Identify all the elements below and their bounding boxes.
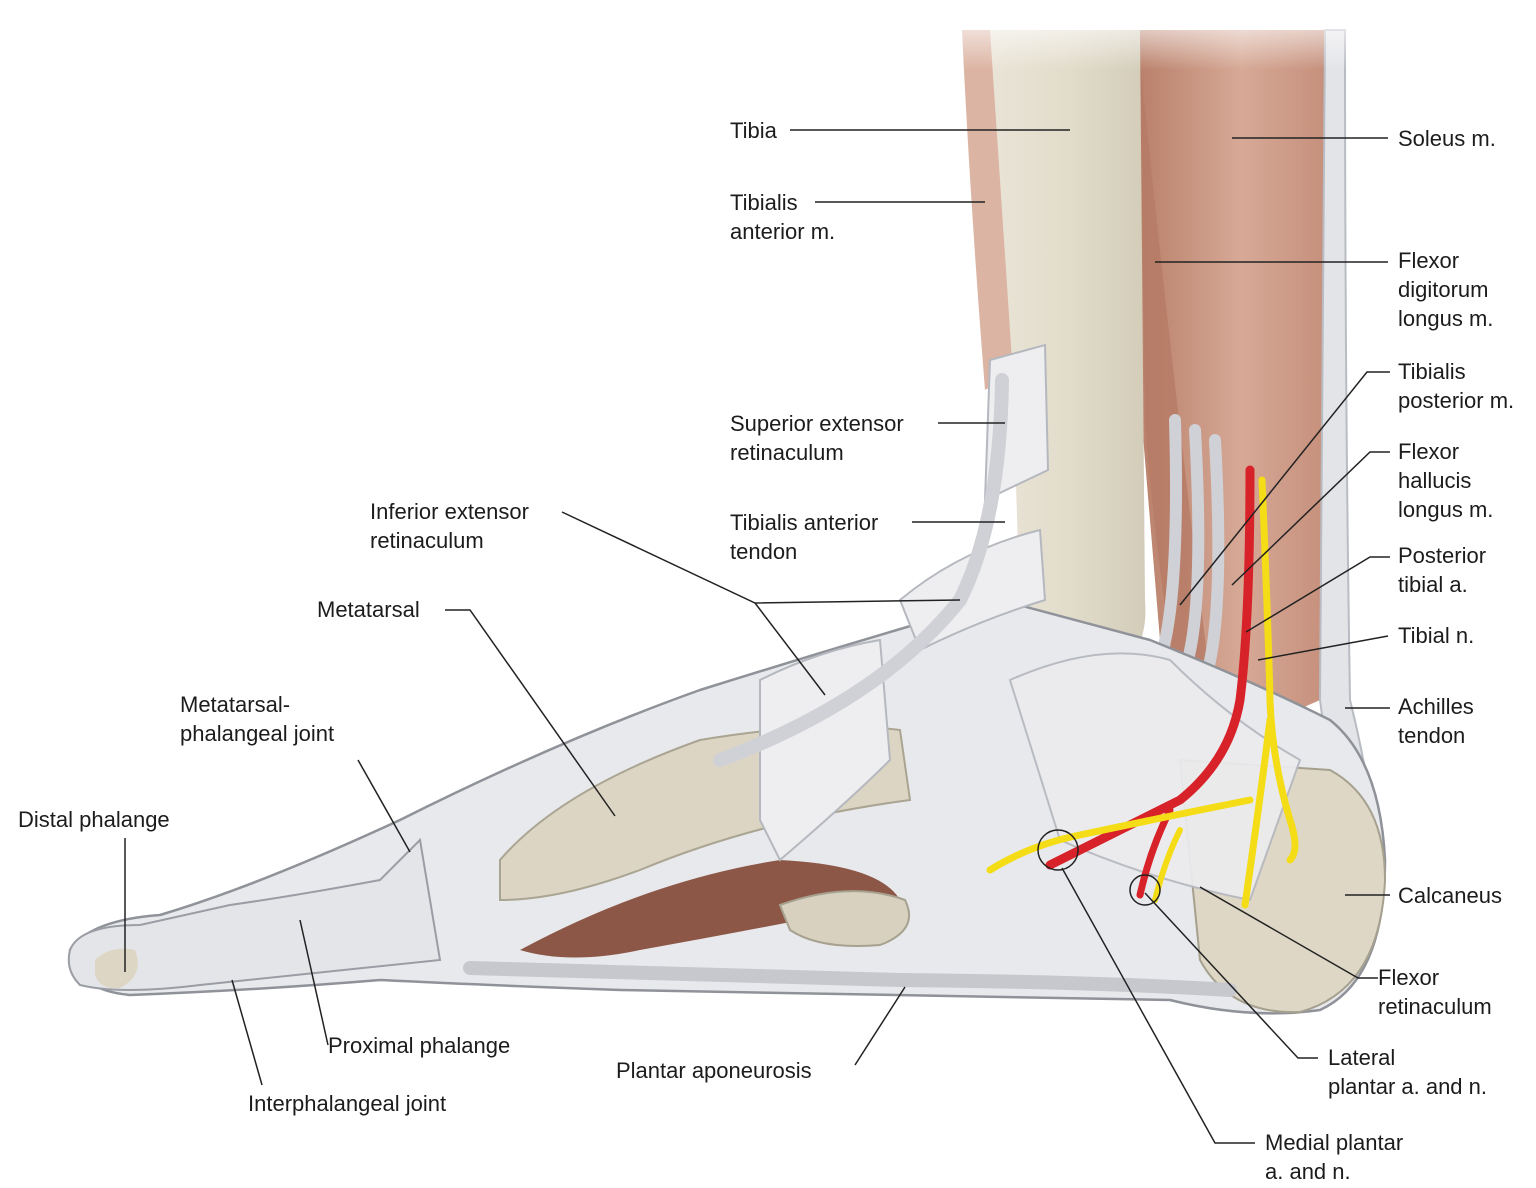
label-soleus-m: Soleus m. (1398, 124, 1496, 153)
label-flexor-digitorum-longus-m: Flexor digitorum longus m. (1398, 246, 1493, 333)
label-line: plantar a. and n. (1328, 1074, 1488, 1099)
label-line: Medial plantar (1265, 1130, 1404, 1155)
label-line: Calcaneus (1398, 883, 1502, 908)
leader-mtp-joint (357, 759, 411, 853)
label-proximal-phalange: Proximal phalange (328, 1031, 510, 1060)
leader-plantar-aponeurosis (854, 986, 906, 1066)
lateral-plantar-nerve (1152, 827, 1183, 903)
leader-lines (124, 129, 1390, 1144)
label-line: Flexor (1378, 965, 1440, 990)
label-line: Achilles (1398, 694, 1474, 719)
label-medial-plantar: Medial plantar a. and n. (1265, 1128, 1403, 1186)
label-calcaneus: Calcaneus (1398, 881, 1502, 910)
label-distal-phalange: Distal phalange (18, 805, 170, 834)
label-line: Distal phalange (18, 807, 170, 832)
label-posterior-tibial-a: Posterior tibial a. (1398, 541, 1486, 599)
label-line: Metatarsal- (180, 692, 291, 717)
label-line: Posterior (1398, 543, 1487, 568)
navicular-bone (778, 890, 910, 947)
label-line: longus m. (1398, 497, 1494, 522)
label-line: digitorum (1398, 277, 1489, 302)
label-superior-extensor-retinaculum: Superior extensor retinaculum (730, 409, 904, 467)
leader-proximal-phalange (299, 919, 329, 1046)
label-line: tendon (1398, 723, 1466, 748)
label-line: Plantar aponeurosis (616, 1058, 812, 1083)
leader-inferior-retinaculum-2 (754, 602, 826, 696)
tibia-bone (990, 30, 1146, 680)
label-line: posterior m. (1398, 388, 1515, 413)
label-line: Metatarsal (317, 597, 420, 622)
flexor-retinaculum-band (1008, 652, 1302, 902)
label-flexor-retinaculum: Flexor retinaculum (1378, 963, 1492, 1021)
label-line: phalangeal joint (180, 721, 335, 746)
label-tibial-n: Tibial n. (1398, 621, 1474, 650)
plantar-aponeurosis-band (463, 961, 1237, 997)
label-metatarsal-phalangeal-joint: Metatarsal- phalangeal joint (180, 690, 334, 748)
label-line: Interphalangeal joint (248, 1091, 447, 1116)
leader-lateral-plantar (1144, 892, 1318, 1059)
lateral-plantar-marker (1129, 874, 1161, 906)
leader-interphalangeal (231, 979, 263, 1086)
label-interphalangeal-joint: Interphalangeal joint (248, 1089, 446, 1118)
leader-tibialis-posterior (1179, 371, 1390, 606)
label-line: tendon (730, 539, 798, 564)
leader-flexor-hallucis (1231, 451, 1390, 586)
label-inferior-extensor-retinaculum: Inferior extensor retinaculum (370, 497, 529, 555)
label-line: a. and n. (1265, 1159, 1351, 1184)
label-line: retinaculum (1378, 994, 1492, 1019)
label-line: retinaculum (370, 528, 484, 553)
label-line: Flexor (1398, 248, 1460, 273)
label-line: Flexor (1398, 439, 1460, 464)
label-line: Tibialis anterior (730, 510, 879, 535)
label-line: Soleus m. (1398, 126, 1496, 151)
flexor-digitorum-muscle (1140, 60, 1215, 720)
label-line: Lateral (1328, 1045, 1396, 1070)
label-lateral-plantar: Lateral plantar a. and n. (1328, 1043, 1487, 1101)
label-line: hallucis (1398, 468, 1472, 493)
label-line: tibial a. (1398, 572, 1468, 597)
label-line: longus m. (1398, 306, 1494, 331)
label-line: Tibialis (730, 190, 798, 215)
distal-phalange-bone (95, 948, 138, 989)
leader-flexor-retinaculum (1199, 886, 1378, 979)
sole-muscle (520, 860, 900, 958)
label-line: retinaculum (730, 440, 844, 465)
label-metatarsal: Metatarsal (317, 595, 420, 624)
medial-plantar-marker (1037, 829, 1079, 871)
leader-tibial-n (1257, 635, 1389, 661)
label-tibialis-posterior-m: Tibialis posterior m. (1398, 357, 1514, 415)
label-line: anterior m. (730, 219, 836, 244)
label-tibialis-anterior-m: Tibialis anterior m. (730, 188, 835, 246)
label-plantar-aponeurosis: Plantar aponeurosis (616, 1056, 812, 1085)
label-tibialis-anterior-tendon: Tibialis anterior tendon (730, 508, 878, 566)
toes (67, 837, 442, 991)
tibial-nerve (986, 476, 1299, 909)
label-line: Tibia (730, 118, 777, 143)
label-achilles-tendon: Achilles tendon (1398, 692, 1474, 750)
label-line: Inferior extensor (370, 499, 529, 524)
label-flexor-hallucis-longus-m: Flexor hallucis longus m. (1398, 437, 1493, 524)
leader-medial-plantar (1061, 867, 1255, 1144)
label-line: Superior extensor (730, 411, 904, 436)
label-line: Tibial n. (1398, 623, 1475, 648)
label-tibia: Tibia (730, 116, 777, 145)
label-line: Proximal phalange (328, 1033, 511, 1058)
leader-metatarsal (445, 609, 616, 817)
label-line: Tibialis (1398, 359, 1466, 384)
leader-posterior-tibial-a (1245, 556, 1390, 633)
